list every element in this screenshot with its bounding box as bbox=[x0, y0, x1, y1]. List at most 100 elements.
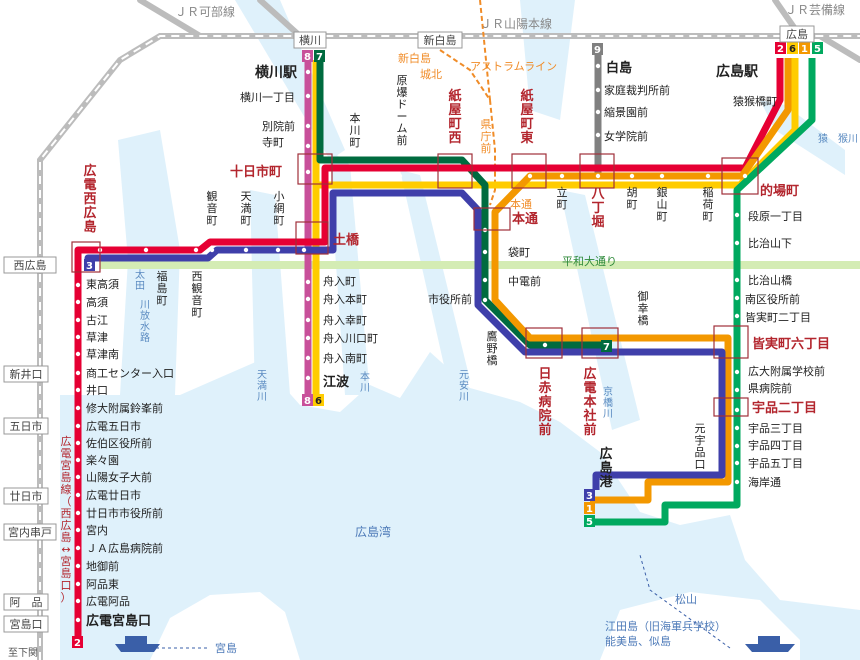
jr-station-tag-shinhakushima bbox=[417, 31, 463, 49]
box-hatchobori bbox=[579, 153, 615, 189]
tram-lines bbox=[74, 55, 816, 640]
transfer-boxes bbox=[71, 153, 759, 417]
station-dot bbox=[75, 510, 81, 516]
box-kamiyacho-higashi bbox=[511, 153, 547, 189]
jr-station-tag-hiroshima bbox=[779, 25, 815, 43]
label-ujina5: 宇品五丁目 bbox=[748, 457, 803, 470]
station-dot bbox=[659, 173, 665, 179]
jr-kabe-line bbox=[137, 0, 203, 39]
label-enkobashi: 猿猴橋町 bbox=[733, 94, 777, 108]
station-dot bbox=[734, 479, 740, 485]
label-matsuyama: 松山 bbox=[675, 592, 697, 606]
station-dot bbox=[305, 317, 311, 323]
label-tatemachi: 立町 bbox=[557, 185, 568, 211]
label-miyajima: 宮島 bbox=[215, 641, 237, 655]
label-yokogawa: 横川 bbox=[299, 33, 321, 47]
station-dot bbox=[75, 492, 81, 498]
box-hondori bbox=[473, 207, 511, 231]
line-badge-2 bbox=[72, 636, 83, 648]
station-dot bbox=[305, 375, 311, 381]
label-kabe: ＪＲ可部線 bbox=[175, 4, 235, 19]
station-dot bbox=[75, 351, 81, 357]
line-badge-label: 6 bbox=[315, 396, 322, 407]
label-to_shimonoseki: 至下関 bbox=[8, 647, 38, 659]
label-miyauchi_kushido: 宮内串戸 bbox=[8, 525, 52, 539]
jr-geibi-line-2 bbox=[817, 33, 860, 63]
station-dot bbox=[305, 143, 311, 149]
station-dot bbox=[482, 277, 488, 283]
station-dot bbox=[75, 405, 81, 411]
label-hakushima: 白島 bbox=[606, 60, 632, 76]
label-kamiyacho_nishi: 紙屋町西 bbox=[448, 88, 461, 146]
station-dot bbox=[734, 212, 740, 218]
station-dot bbox=[542, 342, 548, 348]
jr-station-tag-nishi_hiroshima bbox=[3, 256, 57, 274]
station-dot bbox=[305, 279, 311, 285]
station-dot bbox=[742, 173, 748, 179]
line-badge-5 bbox=[584, 515, 595, 527]
station-dot bbox=[355, 173, 361, 179]
jr-station-tag-yokogawa bbox=[293, 31, 327, 49]
line-badge-6 bbox=[313, 394, 324, 406]
ferry-icon-2 bbox=[745, 636, 795, 652]
jr-station-tag-shin_inokuchi bbox=[3, 365, 49, 383]
station-dot bbox=[75, 598, 81, 604]
label-saeki: 佐伯区役所前 bbox=[86, 436, 152, 450]
label-hatsukaichi_shiyakusho: 廿日市市役所前 bbox=[86, 506, 163, 520]
label-tokaichi: 十日市町 bbox=[230, 164, 282, 180]
label-miyajimaguchi: 宮島口 bbox=[10, 617, 43, 631]
label-betsuin: 別院前 bbox=[262, 119, 295, 133]
label-shiyakusho: 市役所前 bbox=[428, 292, 472, 306]
label-furue: 古江 bbox=[86, 314, 108, 327]
jr-station-tag-itsukaichi bbox=[3, 417, 49, 435]
station-dot bbox=[595, 132, 601, 138]
motoyasu-river bbox=[400, 170, 470, 392]
station-dot bbox=[301, 247, 307, 253]
line-1 bbox=[491, 58, 792, 504]
ferry-route-2 bbox=[639, 554, 731, 649]
jr-station-tag-hatsukaichi bbox=[3, 487, 49, 505]
label-miyuki: 御幸橋 bbox=[638, 289, 649, 327]
label-shinhakushima_astram: 新白島 bbox=[398, 51, 431, 65]
label-matoba: 的場町 bbox=[760, 183, 799, 199]
station-dot bbox=[75, 370, 81, 376]
station-dot bbox=[397, 173, 403, 179]
label-higashitakasu: 東高須 bbox=[86, 277, 119, 291]
station-dot bbox=[75, 457, 81, 463]
line-badge-label: 9 bbox=[594, 45, 601, 56]
line-badge-8 bbox=[302, 50, 313, 62]
label-miyauchi: 宮内 bbox=[86, 523, 108, 537]
label-astram: アストラムライン bbox=[470, 60, 557, 73]
label-kaigandori: 海岸通 bbox=[748, 475, 781, 489]
labels: ＪＲ可部線ＪＲ山陽本線ＪＲ芸備線横川新白島広島西広島新井口五日市廿日市宮内串戸阿… bbox=[3, 2, 858, 659]
station-dot bbox=[595, 87, 601, 93]
label-hosui: 川放水路 bbox=[140, 300, 150, 344]
label-takanobashi: 鷹野橋 bbox=[487, 329, 498, 367]
label-funairi_minami: 舟入南町 bbox=[323, 351, 367, 365]
line-badge-label: 1 bbox=[801, 44, 808, 55]
label-shiroki: 城北 bbox=[420, 68, 442, 81]
line-3 bbox=[84, 189, 726, 490]
label-inarimachi: 稲荷町 bbox=[703, 186, 714, 223]
label-eba: 江波 bbox=[323, 374, 350, 390]
label-funairi_saiwai: 舟入幸町 bbox=[323, 313, 367, 327]
station-dot bbox=[482, 297, 488, 303]
box-dobashi bbox=[295, 221, 329, 255]
label-hatsukaichi_hd: 広電廿日市 bbox=[86, 488, 141, 502]
label-hiroshimako: 広島港 bbox=[599, 446, 613, 490]
label-shudai: 修大附属鈴峯前 bbox=[86, 401, 163, 415]
label-motoyasu: 元安川 bbox=[459, 370, 469, 403]
label-nishikanon: 西観音町 bbox=[192, 270, 203, 319]
line-badge-label: 6 bbox=[789, 44, 796, 55]
station-dot bbox=[209, 247, 215, 253]
label-ebisucho: 胡町 bbox=[627, 185, 638, 211]
jr-station-tag-miyauchi_kushido bbox=[3, 523, 57, 541]
label-genbaku: 原爆ドーム前 bbox=[397, 74, 408, 147]
ferry-icon bbox=[115, 636, 160, 652]
station-dot bbox=[75, 299, 81, 305]
station-dot bbox=[734, 295, 740, 301]
label-kodaifuzoku: 広大附属学校前 bbox=[748, 364, 825, 378]
label-ujina3: 宇品三丁目 bbox=[748, 422, 803, 435]
label-shinhakushima: 新白島 bbox=[424, 33, 457, 47]
